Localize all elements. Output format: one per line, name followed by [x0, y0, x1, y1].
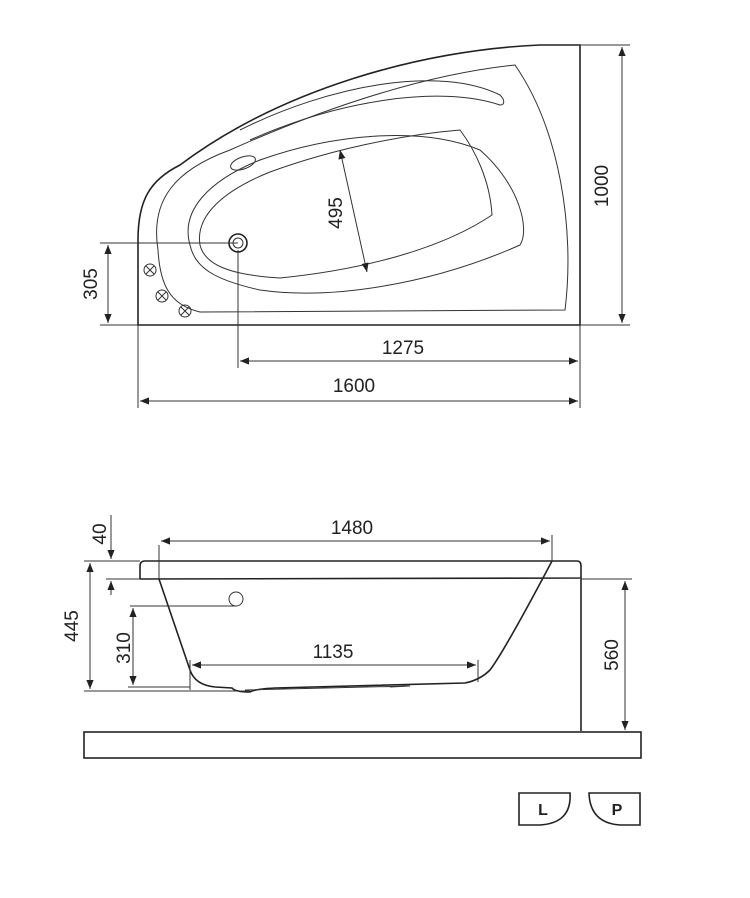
basin-width-label: 495	[326, 197, 347, 229]
drain-offset-label: 305	[81, 268, 102, 300]
floor-base	[83, 731, 642, 759]
variant-right-label: P	[612, 802, 623, 819]
tap-hole-icon	[178, 304, 192, 318]
variant-right-button[interactable]: P	[588, 792, 641, 826]
width-dimension-label: 1000	[592, 165, 613, 207]
bottom-length-label: 1135	[313, 642, 354, 663]
top-view: 1000 305 495 1275 1600	[81, 44, 630, 408]
basin-width-dimension	[338, 149, 369, 273]
tap-holes	[143, 263, 192, 318]
overflow-hole-side	[228, 591, 244, 607]
tub-outline-top	[137, 44, 581, 326]
basin-outer	[187, 135, 525, 294]
tub-body-side	[158, 560, 553, 693]
overflow-hole	[230, 155, 256, 171]
side-view: 1480 40 445 310 1135 560	[62, 515, 642, 759]
tap-hole-icon	[143, 263, 157, 277]
total-height-label: 560	[602, 639, 623, 671]
tap-hole-icon	[155, 289, 169, 303]
variant-left-label: L	[538, 802, 548, 819]
rim-thickness-label: 40	[90, 523, 111, 544]
drain-length-label: 1275	[382, 338, 424, 359]
tub-rim-side	[139, 560, 582, 580]
basin-inner	[198, 129, 493, 279]
tub-ridge	[239, 80, 505, 141]
tub-rim-inner	[156, 64, 569, 313]
total-length-label: 1600	[333, 376, 375, 397]
variant-left-button[interactable]: L	[518, 792, 571, 826]
overflow-height-label: 310	[114, 632, 135, 664]
rim-length-label: 1480	[331, 518, 373, 539]
depth-label: 445	[62, 610, 83, 642]
